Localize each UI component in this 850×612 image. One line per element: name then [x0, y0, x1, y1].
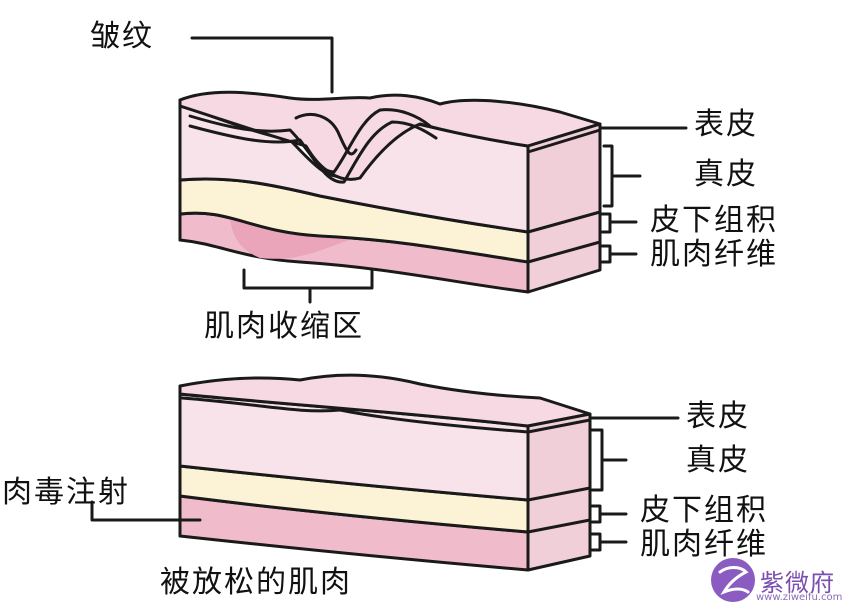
top-side-layer-line-1: [526, 210, 602, 234]
bottom-side-layer-line-2: [526, 518, 592, 534]
bottom-label-muscle: 肌肉纤维: [640, 527, 768, 562]
contraction-bracket: [242, 268, 374, 304]
bottom-epidermis-layer: [178, 373, 592, 428]
wrinkle-label: 皱纹: [90, 19, 154, 54]
wrinkle-fold-1: [188, 108, 432, 174]
top-label-epidermis: 表皮: [694, 107, 758, 142]
bottom-label-epidermis: 表皮: [686, 399, 750, 434]
bottom-label-dermis: 真皮: [686, 443, 750, 478]
top-label-muscle: 肌肉纤维: [650, 237, 778, 272]
top-side-layer-line-2: [526, 240, 602, 264]
bottom-side-layer-line-1: [526, 486, 592, 502]
purple-logo-icon: [711, 558, 755, 602]
watermark-brand: 紫微府: [760, 569, 835, 597]
wrinkle-leader: [190, 36, 334, 94]
bottom-dermis-bracket: [590, 428, 628, 492]
wrinkle-fold-3: [294, 113, 358, 156]
injection-label: 肉毒注射: [2, 475, 130, 510]
relaxed-muscle-label: 被放松的肌肉: [160, 565, 352, 600]
top-side-layer-line-3: [526, 128, 602, 154]
top-label-subcutaneous: 皮下组积: [650, 203, 778, 238]
injection-leader: [90, 500, 202, 522]
bottom-muscle-leader: [590, 532, 628, 552]
top-subcutaneous-leader: [600, 212, 638, 234]
bottom-side-layer-line-3: [526, 418, 592, 434]
bottom-side-face: [526, 412, 592, 572]
contraction-label: 肌肉收缩区: [204, 309, 364, 344]
bottom-subcutaneous-leader: [590, 504, 628, 524]
watermark-url: www.ziweifu.com: [756, 592, 843, 603]
top-muscle-leader: [600, 244, 638, 264]
bottom-label-subcutaneous: 皮下组积: [640, 493, 768, 528]
top-side-face: [526, 122, 602, 294]
wrinkle-fold-2: [188, 120, 438, 184]
top-label-dermis: 真皮: [694, 157, 758, 192]
top-dermis-bracket: [602, 144, 642, 208]
bottom-epidermis-line: [180, 396, 530, 434]
